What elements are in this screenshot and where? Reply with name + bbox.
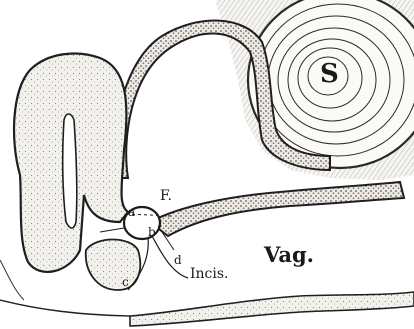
lower-bulb xyxy=(86,240,140,291)
incision-line xyxy=(152,236,188,278)
label-a: a xyxy=(128,205,135,219)
label-c: c xyxy=(122,275,129,289)
label-f: F. xyxy=(160,188,172,204)
vaginal-wall-upper xyxy=(150,182,404,236)
label-d: d xyxy=(174,253,182,267)
label-s: S xyxy=(320,59,339,89)
label-vag: Vag. xyxy=(263,242,314,267)
uterine-cavity xyxy=(63,114,77,228)
bottom-contour xyxy=(0,300,130,316)
label-b: b xyxy=(148,225,156,239)
label-incis: Incis. xyxy=(190,266,229,282)
vaginal-wall-lower xyxy=(130,292,414,326)
